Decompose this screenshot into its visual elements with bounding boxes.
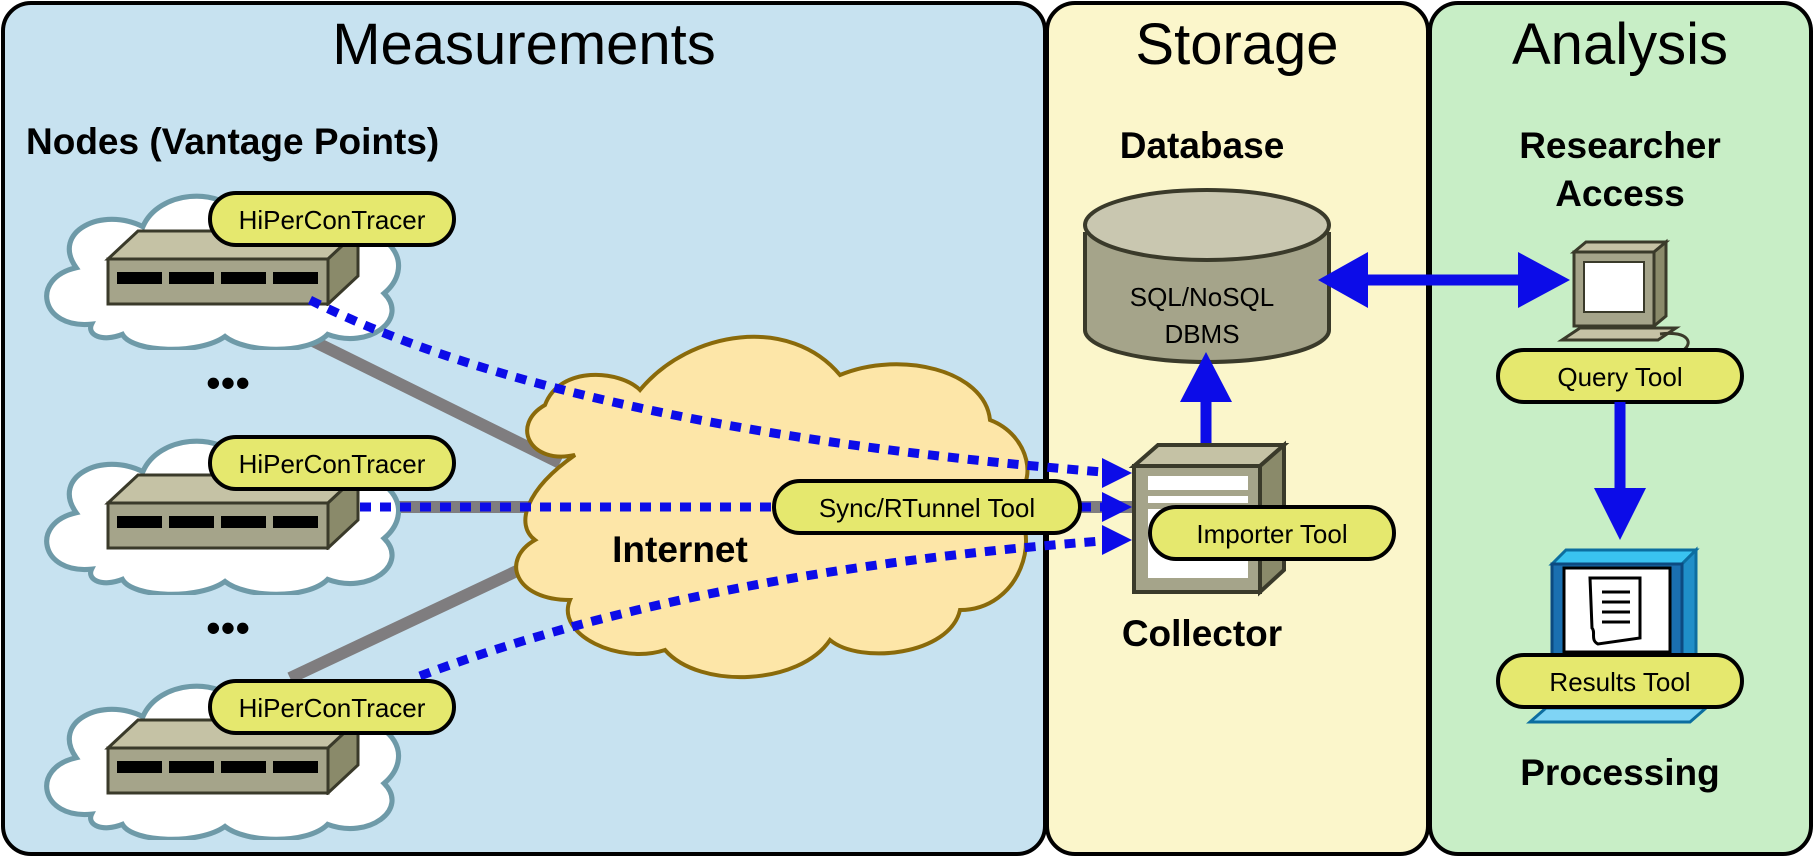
processing-heading: Processing	[1520, 752, 1719, 793]
results-label: Results Tool	[1549, 667, 1690, 697]
nodes-heading: Nodes (Vantage Points)	[26, 121, 439, 162]
sync-rtunnel-label: Sync/RTunnel Tool	[819, 493, 1035, 523]
importer-pill: Importer Tool	[1148, 505, 1396, 561]
query-pill: Query Tool	[1496, 348, 1744, 404]
database-icon: SQL/NoSQL DBMS	[1083, 188, 1331, 364]
query-to-results-arrow	[1594, 402, 1646, 540]
ellipsis-2: •••	[206, 604, 250, 651]
data-flows	[307, 295, 1120, 681]
query-label: Query Tool	[1557, 362, 1682, 392]
hipercontracer-label: HiPerConTracer	[239, 693, 426, 723]
flow-arrowheads	[1102, 458, 1132, 555]
measurements-title: Measurements	[332, 12, 716, 77]
dbms-line2: DBMS	[1164, 319, 1239, 349]
internet-cloud-icon: Internet	[514, 334, 1030, 680]
hipercontracer-pill-3: HiPerConTracer	[208, 679, 456, 735]
results-pill: Results Tool	[1496, 653, 1744, 709]
hipercontracer-label: HiPerConTracer	[239, 449, 426, 479]
sync-rtunnel-pill: Sync/RTunnel Tool	[772, 479, 1082, 535]
hipercontracer-label: HiPerConTracer	[239, 205, 426, 235]
database-heading: Database	[1120, 125, 1285, 166]
importer-label: Importer Tool	[1196, 519, 1347, 549]
hipercontracer-pill-2: HiPerConTracer	[208, 435, 456, 491]
db-researcher-arrow	[1318, 252, 1570, 308]
hipercontracer-pill-1: HiPerConTracer	[208, 191, 456, 247]
researcher-heading-line2: Access	[1555, 173, 1685, 214]
storage-title: Storage	[1135, 12, 1338, 77]
ellipsis-1: •••	[206, 359, 250, 406]
researcher-heading-line1: Researcher	[1519, 125, 1721, 166]
collector-heading: Collector	[1122, 613, 1282, 654]
analysis-title: Analysis	[1512, 12, 1728, 77]
internet-label: Internet	[612, 529, 748, 570]
dbms-line1: SQL/NoSQL	[1130, 282, 1275, 312]
